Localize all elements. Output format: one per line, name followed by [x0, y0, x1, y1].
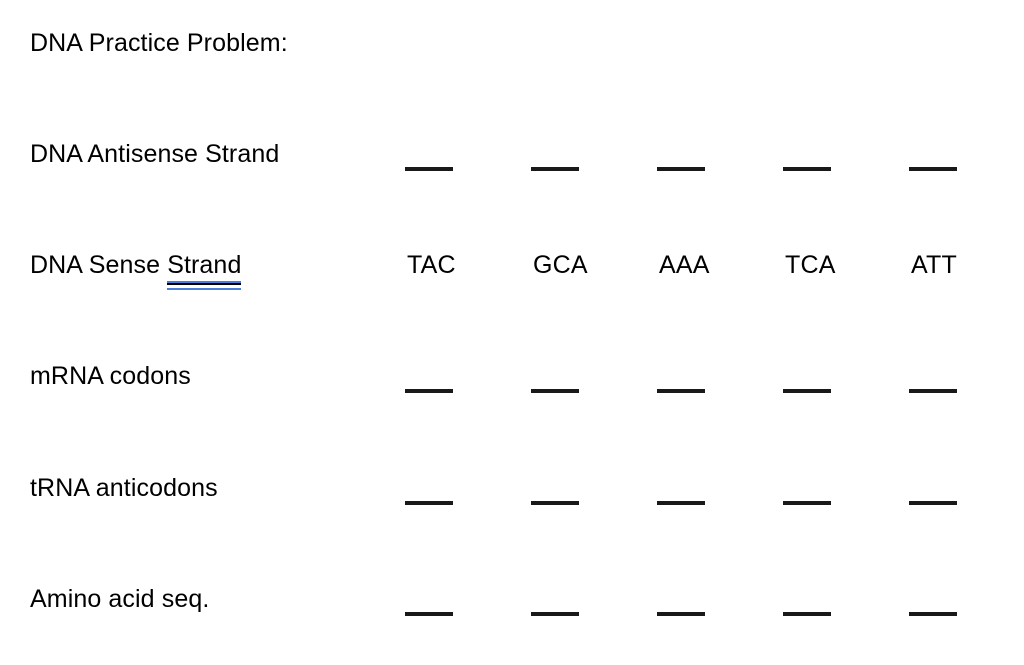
row-label-prefix: DNA Sense	[30, 251, 168, 279]
codon-cell: TCA	[783, 248, 843, 288]
answer-cell[interactable]	[405, 359, 465, 399]
row-trna-anticodons: tRNA anticodons	[0, 471, 1024, 511]
blank-line[interactable]	[783, 501, 831, 505]
answer-cell[interactable]	[657, 471, 717, 511]
answer-cell[interactable]	[909, 471, 969, 511]
blank-line[interactable]	[657, 612, 705, 616]
page-title: DNA Practice Problem:	[30, 29, 288, 57]
blank-line[interactable]	[657, 389, 705, 393]
codon-text: AAA	[659, 251, 710, 279]
codon-cell: TAC	[405, 248, 465, 288]
answer-cell[interactable]	[783, 359, 843, 399]
row-label-trna-anticodons: tRNA anticodons	[30, 474, 218, 502]
answer-cells-trna-anticodons	[405, 471, 965, 511]
answer-cell[interactable]	[909, 359, 969, 399]
row-dna-antisense-strand: DNA Antisense Strand	[0, 137, 1024, 177]
answer-cell[interactable]	[531, 471, 591, 511]
blank-line[interactable]	[657, 167, 705, 171]
codon-cell: GCA	[531, 248, 591, 288]
blank-line[interactable]	[909, 612, 957, 616]
answer-cell[interactable]	[657, 137, 717, 177]
row-label-underlined-word: Strand	[167, 248, 242, 290]
blank-line[interactable]	[909, 389, 957, 393]
answer-cell[interactable]	[909, 582, 969, 622]
blank-line[interactable]	[531, 167, 579, 171]
answer-cell[interactable]	[909, 137, 969, 177]
row-amino-acid-seq: Amino acid seq.	[0, 582, 1024, 622]
codon-text: TAC	[407, 251, 456, 279]
answer-cell[interactable]	[531, 137, 591, 177]
answer-cells-amino-acid-seq	[405, 582, 965, 622]
answer-cell[interactable]	[531, 582, 591, 622]
blank-line[interactable]	[531, 612, 579, 616]
blank-line[interactable]	[909, 167, 957, 171]
blank-line[interactable]	[657, 501, 705, 505]
answer-cells-dna-sense-strand: TAC GCA AAA TCA ATT	[405, 248, 965, 288]
answer-cell[interactable]	[657, 359, 717, 399]
blank-line[interactable]	[531, 501, 579, 505]
blank-line[interactable]	[405, 167, 453, 171]
codon-cell: ATT	[909, 248, 969, 288]
blank-line[interactable]	[783, 612, 831, 616]
grammar-underline-marker	[167, 281, 242, 290]
answer-cell[interactable]	[405, 137, 465, 177]
codon-text: ATT	[911, 251, 957, 279]
row-dna-sense-strand: DNA Sense Strand TAC GCA AAA TCA ATT	[0, 248, 1024, 290]
row-label-amino-acid-seq: Amino acid seq.	[30, 585, 210, 613]
answer-cell[interactable]	[405, 582, 465, 622]
blank-line[interactable]	[783, 167, 831, 171]
blank-line[interactable]	[405, 389, 453, 393]
codon-text: GCA	[533, 251, 588, 279]
answer-cell[interactable]	[405, 471, 465, 511]
codon-cell: AAA	[657, 248, 717, 288]
row-label-mrna-codons: mRNA codons	[30, 362, 191, 390]
answer-cell[interactable]	[783, 137, 843, 177]
answer-cell[interactable]	[531, 359, 591, 399]
codon-text: TCA	[785, 251, 836, 279]
row-mrna-codons: mRNA codons	[0, 359, 1024, 399]
blank-line[interactable]	[405, 612, 453, 616]
blank-line[interactable]	[531, 389, 579, 393]
answer-cell[interactable]	[783, 471, 843, 511]
answer-cells-dna-antisense-strand	[405, 137, 965, 177]
answer-cells-mrna-codons	[405, 359, 965, 399]
answer-cell[interactable]	[783, 582, 843, 622]
answer-cell[interactable]	[657, 582, 717, 622]
blank-line[interactable]	[783, 389, 831, 393]
blank-line[interactable]	[909, 501, 957, 505]
row-label-dna-sense-strand: DNA Sense Strand	[30, 248, 242, 290]
blank-line[interactable]	[405, 501, 453, 505]
row-label-underlined-text: Strand	[167, 251, 242, 279]
row-label-dna-antisense-strand: DNA Antisense Strand	[30, 140, 280, 168]
